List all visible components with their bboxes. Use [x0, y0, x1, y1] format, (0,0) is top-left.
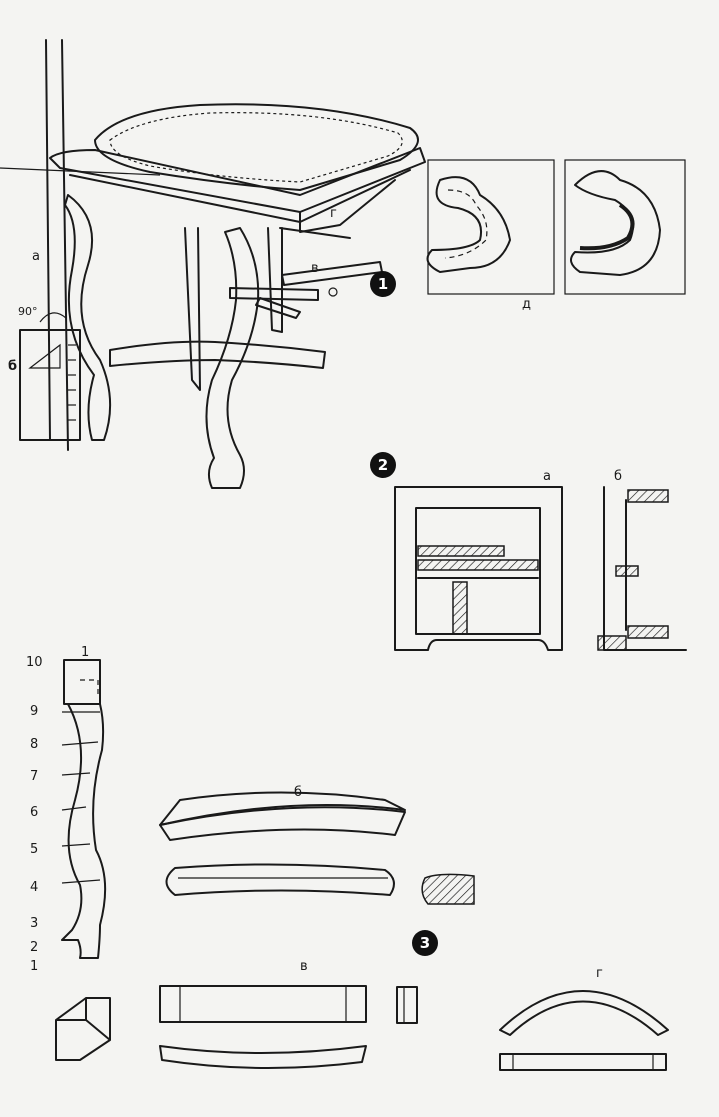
figure-3-label-b: б: [294, 785, 303, 800]
section-b: [597, 486, 687, 651]
leg-front-left: [64, 194, 112, 441]
figure-1-stool-drawing: [0, 39, 686, 489]
figure-1-number: 1: [370, 271, 396, 297]
figure-2-number: 2: [370, 452, 396, 478]
leg-back: [184, 227, 201, 391]
leg-mark: 9: [30, 704, 39, 719]
leg-mark: 10: [26, 655, 43, 670]
figure-3-label-top: 1: [81, 645, 90, 660]
figure-1-label-g: г: [330, 206, 337, 221]
leg-template: [61, 659, 107, 959]
rail-v: [159, 985, 418, 1070]
figure-1-label-v: в: [311, 261, 319, 276]
figure-2-label-a: а: [543, 469, 551, 484]
figure-1-label-d: д: [522, 297, 531, 312]
seat-cushion: [94, 103, 419, 191]
leg-front-right: [205, 227, 260, 489]
leg-mark: 4: [30, 880, 39, 895]
leg-back-right: [267, 227, 283, 333]
section-a: [394, 486, 563, 651]
leg-mark: 5: [30, 842, 39, 857]
ornament-detail-d: [426, 159, 686, 295]
set-square: [19, 312, 81, 441]
figure-2-frame-section: [394, 486, 687, 651]
figure-3-parts: [55, 659, 669, 1071]
leg-mark: 3: [30, 916, 39, 931]
figure-1-label-a: а: [32, 249, 40, 264]
seat-frame: [49, 147, 426, 239]
figure-1-label-b: б: [8, 359, 18, 374]
leg-mark: 7: [30, 769, 39, 784]
stretcher: [109, 340, 326, 369]
leg-mark: 1: [30, 959, 39, 974]
figure-3-label-g: г: [596, 966, 603, 981]
leg-mark: 2: [30, 940, 39, 955]
leg-mark: 6: [30, 805, 39, 820]
figure-2-label-b: б: [614, 469, 623, 484]
figure-3-number: 3: [412, 930, 438, 956]
figure-3-label-v: в: [300, 959, 308, 974]
corner-block: [55, 997, 111, 1061]
clamp-tool: [229, 261, 383, 319]
leg-mark: 8: [30, 737, 39, 752]
rail-g: [499, 990, 669, 1071]
rail-b: [159, 791, 475, 905]
figure-1-angle-label: 90°: [18, 305, 38, 318]
